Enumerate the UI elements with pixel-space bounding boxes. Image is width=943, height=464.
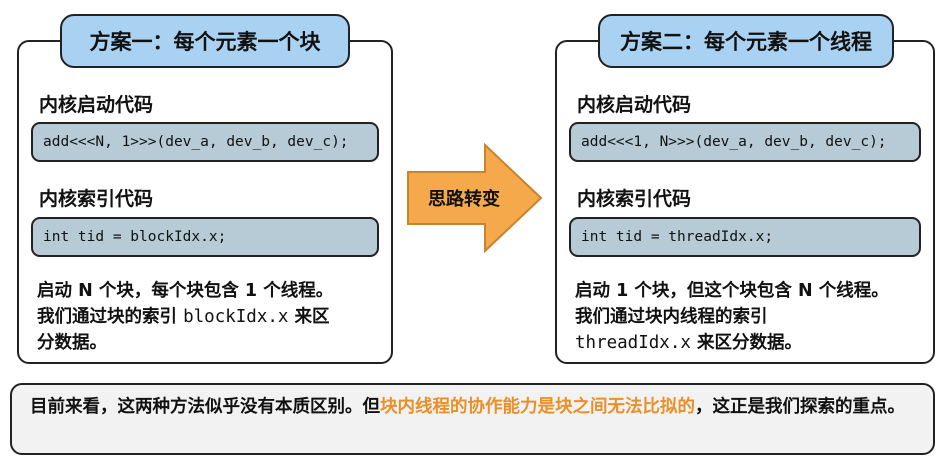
right-desc-line: 我们通过块内线程的索引	[575, 307, 768, 327]
summary-text: 目前来看，这两种方法似乎没有本质区别。但	[30, 397, 380, 417]
code-inline: threadIdx.x	[575, 333, 691, 353]
right-title: 方案二：每个元素一个线程	[598, 14, 894, 68]
summary-highlight: 块内线程的协作能力是块之间无法比拟的	[380, 397, 695, 417]
text: 来区	[288, 307, 330, 327]
right-index-heading: 内核索引代码	[577, 188, 692, 210]
right-launch-heading: 内核启动代码	[577, 94, 692, 116]
left-description: 启动 N 个块，每个块包含 1 个线程。 我们通过块的索引 blockIdx.x…	[37, 278, 383, 356]
code-inline: blockIdx.x	[183, 307, 289, 327]
left-title: 方案一：每个元素一个块	[60, 14, 350, 68]
left-launch-heading: 内核启动代码	[39, 94, 154, 116]
right-description: 启动 1 个块，但这个块包含 N 个线程。 我们通过块内线程的索引 thread…	[575, 278, 925, 356]
right-desc-line: 启动 1 个块，但这个块包含 N 个线程。	[575, 281, 889, 301]
right-panel: 内核启动代码 add<<<1, N>>>(dev_a, dev_b, dev_c…	[555, 40, 935, 364]
arrow-label: 思路转变	[428, 189, 500, 210]
left-desc-line: 我们通过块的索引 blockIdx.x 来区	[37, 304, 383, 330]
transition-arrow: 思路转变	[405, 142, 545, 258]
left-desc-line: 分数据。	[37, 333, 107, 353]
right-desc-line: threadIdx.x 来区分数据。	[575, 330, 925, 356]
left-index-code: int tid = blockIdx.x;	[31, 217, 379, 257]
summary-box: 目前来看，这两种方法似乎没有本质区别。但块内线程的协作能力是块之间无法比拟的，这…	[10, 383, 935, 455]
summary-text: ，这正是我们探索的重点。	[695, 397, 905, 417]
arrow-right-icon	[407, 142, 543, 254]
left-desc-line: 启动 N 个块，每个块包含 1 个线程。	[37, 281, 334, 301]
text: 我们通过块的索引	[37, 307, 184, 327]
left-index-heading: 内核索引代码	[39, 188, 154, 210]
right-index-code: int tid = threadIdx.x;	[569, 217, 921, 257]
right-launch-code: add<<<1, N>>>(dev_a, dev_b, dev_c);	[569, 122, 921, 162]
left-panel: 内核启动代码 add<<<N, 1>>>(dev_a, dev_b, dev_c…	[17, 40, 393, 364]
left-launch-code: add<<<N, 1>>>(dev_a, dev_b, dev_c);	[31, 122, 379, 162]
text: 来区分数据。	[690, 333, 802, 353]
